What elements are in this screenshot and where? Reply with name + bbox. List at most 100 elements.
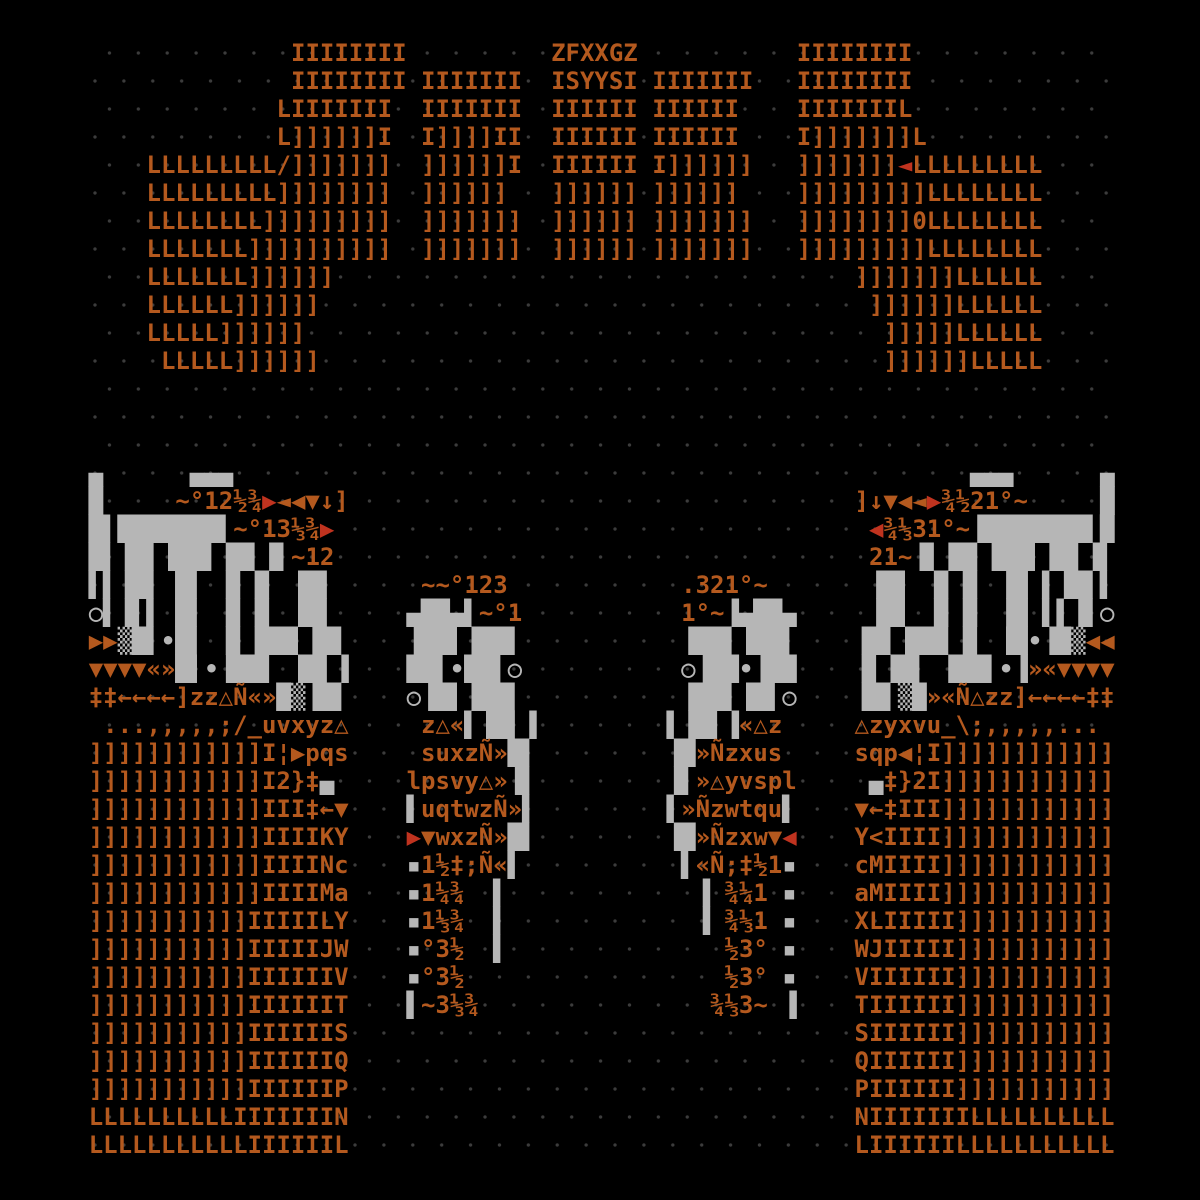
art-text-segment: ]]]]]]]]]]]]IIIIMa (88, 879, 349, 907)
art-text-segment: suxzÑ» (421, 739, 508, 767)
art-text-segment: █▌ (507, 739, 537, 767)
art-text-segment: ]]]]]]I (421, 151, 523, 179)
art-text-segment: █▒▐█▌ (276, 683, 349, 711)
art-text-segment: ▐ (695, 907, 711, 935)
art-text-segment: ▌ (493, 879, 508, 907)
art-text-segment: ▐█ (666, 823, 696, 851)
art-text-segment: LLLLLLLLL]]]]]]]] (146, 179, 392, 207)
art-text-segment: ]]]]]]]]]]]IIIIIIP (88, 1075, 349, 1103)
art-text-segment: ]]]]]]]] (796, 207, 913, 235)
art-text-segment: ▄██▄▌ (406, 599, 479, 627)
art-text-segment: ▌ (522, 795, 537, 823)
art-text-segment: IIIIII (551, 123, 638, 151)
art-text-segment: ~°12½¾ (175, 487, 263, 515)
art-text-segment: ]↓▼◀◄ (854, 487, 927, 515)
art-text-segment: z△« (421, 711, 465, 739)
art-text-segment: ▪ (782, 907, 797, 935)
art-text-segment: uqtwzÑ» (421, 795, 523, 823)
art-text-segment: SIIIIII]]]]]]]]]]] (854, 1019, 1115, 1047)
art-text-segment: ▐█▌▐██▌▐▌ ▐█•▐█▒ (854, 627, 1086, 655)
art-text-segment: ▪ (406, 879, 422, 907)
art-text-segment: LLLLL]]]]]] (160, 347, 320, 375)
art-text-segment: ▪ (406, 851, 422, 879)
art-text-segment: sqp◀¦I]]]]]]]]]]]] (854, 739, 1115, 767)
art-text-segment: ○▐█▌▐██▌ (406, 683, 523, 711)
art-text-segment: IIIIII (551, 95, 638, 123)
art-text-segment: ]]]]]]]]]]]]IIIINc (88, 851, 349, 879)
art-text-segment: «△z (738, 711, 783, 739)
art-text-segment: aMIIII]]]]]]]]]]]] (854, 879, 1115, 907)
art-text-segment: 1½‡;Ñ« (421, 851, 508, 879)
art-text-segment: Y<IIII]]]]]]]]]]]] (854, 823, 1115, 851)
art-text-segment: ...,,,,,;/_uvxyz△ (103, 711, 349, 739)
art-text-segment: XLIIIII]]]]]]]]]]] (854, 907, 1115, 935)
art-text-segment: ◀ (782, 823, 797, 851)
art-text-segment: ‡‡←←←←]zz△Ñ«» (88, 683, 277, 711)
art-text-segment: ]]]]]]]]]]]IIIIIIQ (88, 1047, 349, 1075)
art-text-segment: ▐██▌▐██▌ (406, 627, 523, 655)
art-text-segment: lpsvy△» (406, 767, 508, 795)
art-text-segment: ]]]]]]]LLLLLL (854, 263, 1043, 291)
art-text-segment: »△yvspl (695, 767, 797, 795)
art-text-segment: »«▼▼▼▼ (1027, 655, 1115, 683)
art-text-segment: 1⅓¾ (421, 907, 465, 935)
art-text-segment: ]]]]]]]]]]]]I2}‡ (88, 767, 320, 795)
background-dot-grid (88, 39, 1116, 1163)
art-text-segment: I]]]]]] (652, 151, 754, 179)
art-text-segment: ◄◀▼↓] (276, 487, 349, 515)
art-text-segment: ▌▌▐█▌ █▌ ▐▌▐▌ ▐█▌ (88, 571, 335, 599)
art-text-segment: ]]]]]]LLLLLL (869, 291, 1043, 319)
art-text-segment: █ (88, 487, 104, 515)
art-text-segment: LLLLLLLL (926, 179, 1043, 207)
art-text-segment: █ (1100, 487, 1115, 515)
art-text-segment: IIIIIIII (291, 39, 407, 67)
art-text-segment: ▌ (666, 795, 682, 823)
art-text-segment: ▄ (869, 767, 884, 795)
art-text-segment: IIIIIIII (796, 39, 913, 67)
art-text-segment: LLLLLLLL]]]]]]]]] (146, 207, 392, 235)
art-text-segment: ▌ (681, 851, 696, 879)
art-text-segment: QIIIIII]]]]]]]]]]] (854, 1047, 1115, 1075)
art-text-segment: ▶▶ (88, 627, 118, 655)
art-text-segment: ▐█ (666, 739, 696, 767)
art-text-segment: ▼wxzÑ» (421, 823, 508, 851)
art-text-segment: ▐▌ (666, 767, 696, 795)
art-text-segment: ▼▼▼▼«» (88, 655, 176, 683)
art-text-segment: ▪ (406, 963, 422, 991)
art-text-segment: ▄▄▄ (970, 459, 1014, 487)
art-text-segment: I]]]]]]]L (796, 123, 927, 151)
art-text-segment: PIIIIII]]]]]]]]]]] (854, 1075, 1115, 1103)
art-text-segment: ]]]]]] (421, 179, 508, 207)
art-text-segment: LLLLLLLLL (912, 151, 1043, 179)
art-text-segment: ▐███████▌█ (970, 515, 1115, 543)
art-text-segment: ]]]]]] (551, 235, 638, 263)
art-text-segment: ]]]]]] (551, 207, 638, 235)
art-text-segment: IIIIIII (421, 67, 523, 95)
art-text-segment: ]]]]]LLLLLL (883, 319, 1043, 347)
art-text-segment: ½3° (724, 963, 768, 991)
art-text-segment: cMIIII]]]]]]]]]]]] (854, 851, 1115, 879)
art-text-segment: ▐ (782, 991, 797, 1019)
art-text-segment: ▶ (926, 487, 942, 515)
art-text-segment: NIIIIIIILLLLLLLLLL (854, 1103, 1115, 1131)
art-text-segment: ▐ (695, 879, 711, 907)
art-text-segment: «Ñ;‡½1 (695, 851, 783, 879)
art-text-segment: ▌▐█▌▐ (666, 711, 739, 739)
art-text-segment: 0LLLLLLLL (912, 207, 1043, 235)
art-text-segment: IIIIIIII (291, 67, 407, 95)
art-text-segment: █▌███████▌ (88, 515, 234, 543)
art-text-segment: ]]]]]]]]]]]]I¦▶pqs (88, 739, 349, 767)
art-text-segment: LLLLLL]]]]]] (146, 291, 320, 319)
art-text-segment: ¾⅓31°~ (883, 515, 971, 543)
art-text-segment: █▌ (507, 823, 537, 851)
art-text-segment: »Ñzwtqu (681, 795, 783, 823)
art-text-segment: ]]]]]]]]]]]]IIIIKY (88, 823, 349, 851)
art-text-segment: LLLLLLL]]]]]] (146, 263, 335, 291)
art-text-segment: ○▐██•▐██ (681, 655, 797, 683)
art-text-segment: L]]]]]]I (276, 123, 393, 151)
art-text-segment: ▌ (493, 907, 508, 935)
art-text-segment: 1°~ (681, 599, 725, 627)
art-text-segment: ]]]]]]]]]]]IIIIIIS (88, 1019, 349, 1047)
art-text-segment: ▌ (507, 851, 523, 879)
art-text-segment: ¾¼1 (724, 879, 768, 907)
